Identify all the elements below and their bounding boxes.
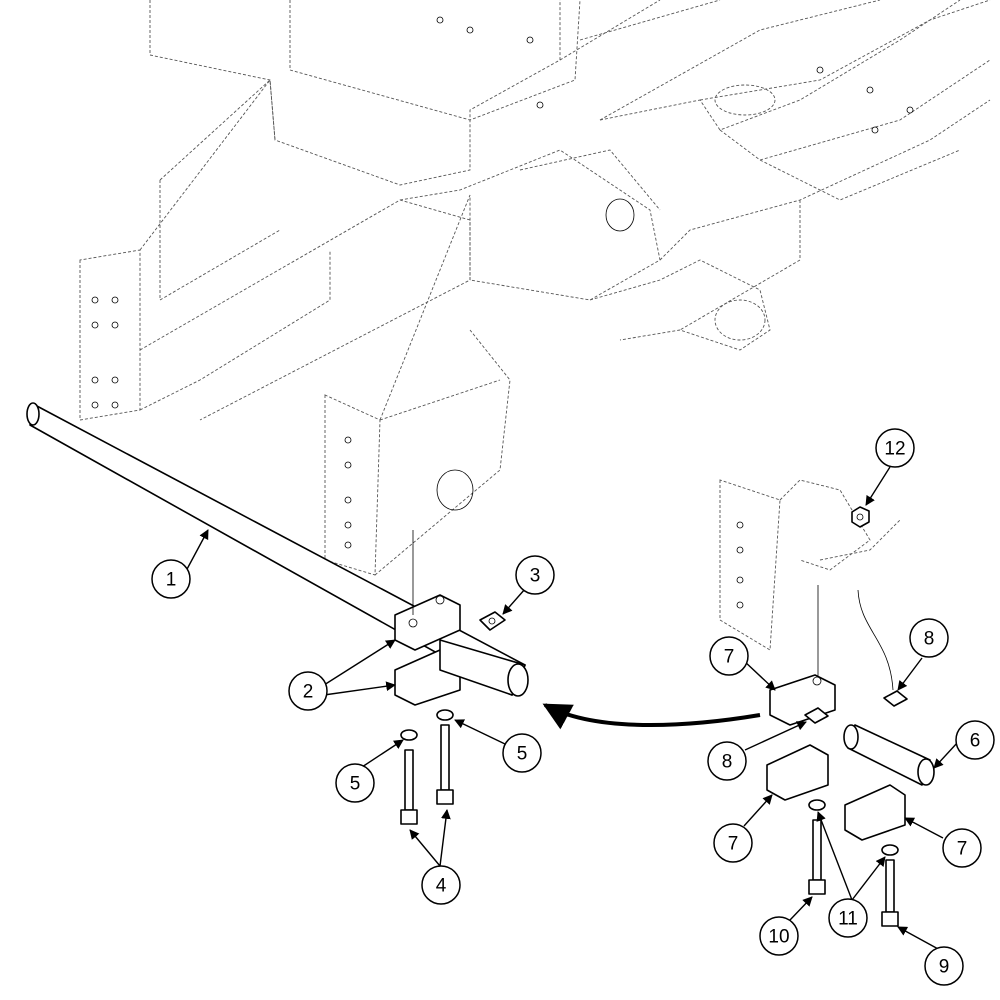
callout-11: 11 <box>828 898 868 938</box>
detail-assembly <box>719 479 901 691</box>
svg-text:6: 6 <box>970 731 981 752</box>
bolt-part-10 <box>808 819 826 895</box>
washers-part-5 <box>400 709 454 741</box>
detail-arrow <box>542 703 761 730</box>
svg-text:5: 5 <box>350 774 361 795</box>
callout-3: 3 <box>515 555 555 595</box>
square-nut-part-3 <box>479 611 506 631</box>
svg-text:12: 12 <box>884 439 905 460</box>
svg-text:3: 3 <box>530 566 541 587</box>
callout-12: 12 <box>875 428 915 468</box>
bolt-part-9 <box>881 859 899 927</box>
callout-2: 2 <box>288 671 328 711</box>
svg-text:5: 5 <box>517 744 528 765</box>
svg-text:2: 2 <box>303 682 314 703</box>
svg-text:7: 7 <box>957 839 968 860</box>
svg-text:8: 8 <box>722 752 733 773</box>
callout-7-top: 7 <box>709 636 749 676</box>
clamp-halves-part-2 <box>394 594 529 706</box>
callout-7-right: 7 <box>942 828 982 868</box>
callout-1: 1 <box>151 559 191 599</box>
svg-text:4: 4 <box>436 876 447 897</box>
callout-7-middle: 7 <box>713 823 753 863</box>
svg-text:7: 7 <box>724 647 735 668</box>
callout-5-left: 5 <box>335 763 375 803</box>
svg-text:1: 1 <box>166 570 177 591</box>
svg-text:11: 11 <box>838 909 858 930</box>
callout-8-middle: 8 <box>707 741 747 781</box>
svg-text:8: 8 <box>924 629 935 650</box>
callout-8-top: 8 <box>909 618 949 658</box>
hex-nut-part-12 <box>851 506 870 528</box>
pin-part-6 <box>843 724 935 786</box>
leader-lines <box>185 466 959 951</box>
bolts-part-4 <box>400 724 454 825</box>
washers-part-11 <box>808 799 899 856</box>
callout-9: 9 <box>924 946 964 986</box>
frame-assembly <box>79 0 991 576</box>
svg-text:9: 9 <box>939 957 950 978</box>
callout-10: 10 <box>759 916 799 956</box>
svg-text:10: 10 <box>768 927 789 948</box>
callout-4: 4 <box>421 865 461 905</box>
callout-5-right: 5 <box>502 733 542 773</box>
square-nuts-part-8 <box>804 690 908 724</box>
clamp-blocks-part-7 <box>766 674 906 841</box>
callout-6: 6 <box>955 720 995 760</box>
svg-text:7: 7 <box>728 834 739 855</box>
